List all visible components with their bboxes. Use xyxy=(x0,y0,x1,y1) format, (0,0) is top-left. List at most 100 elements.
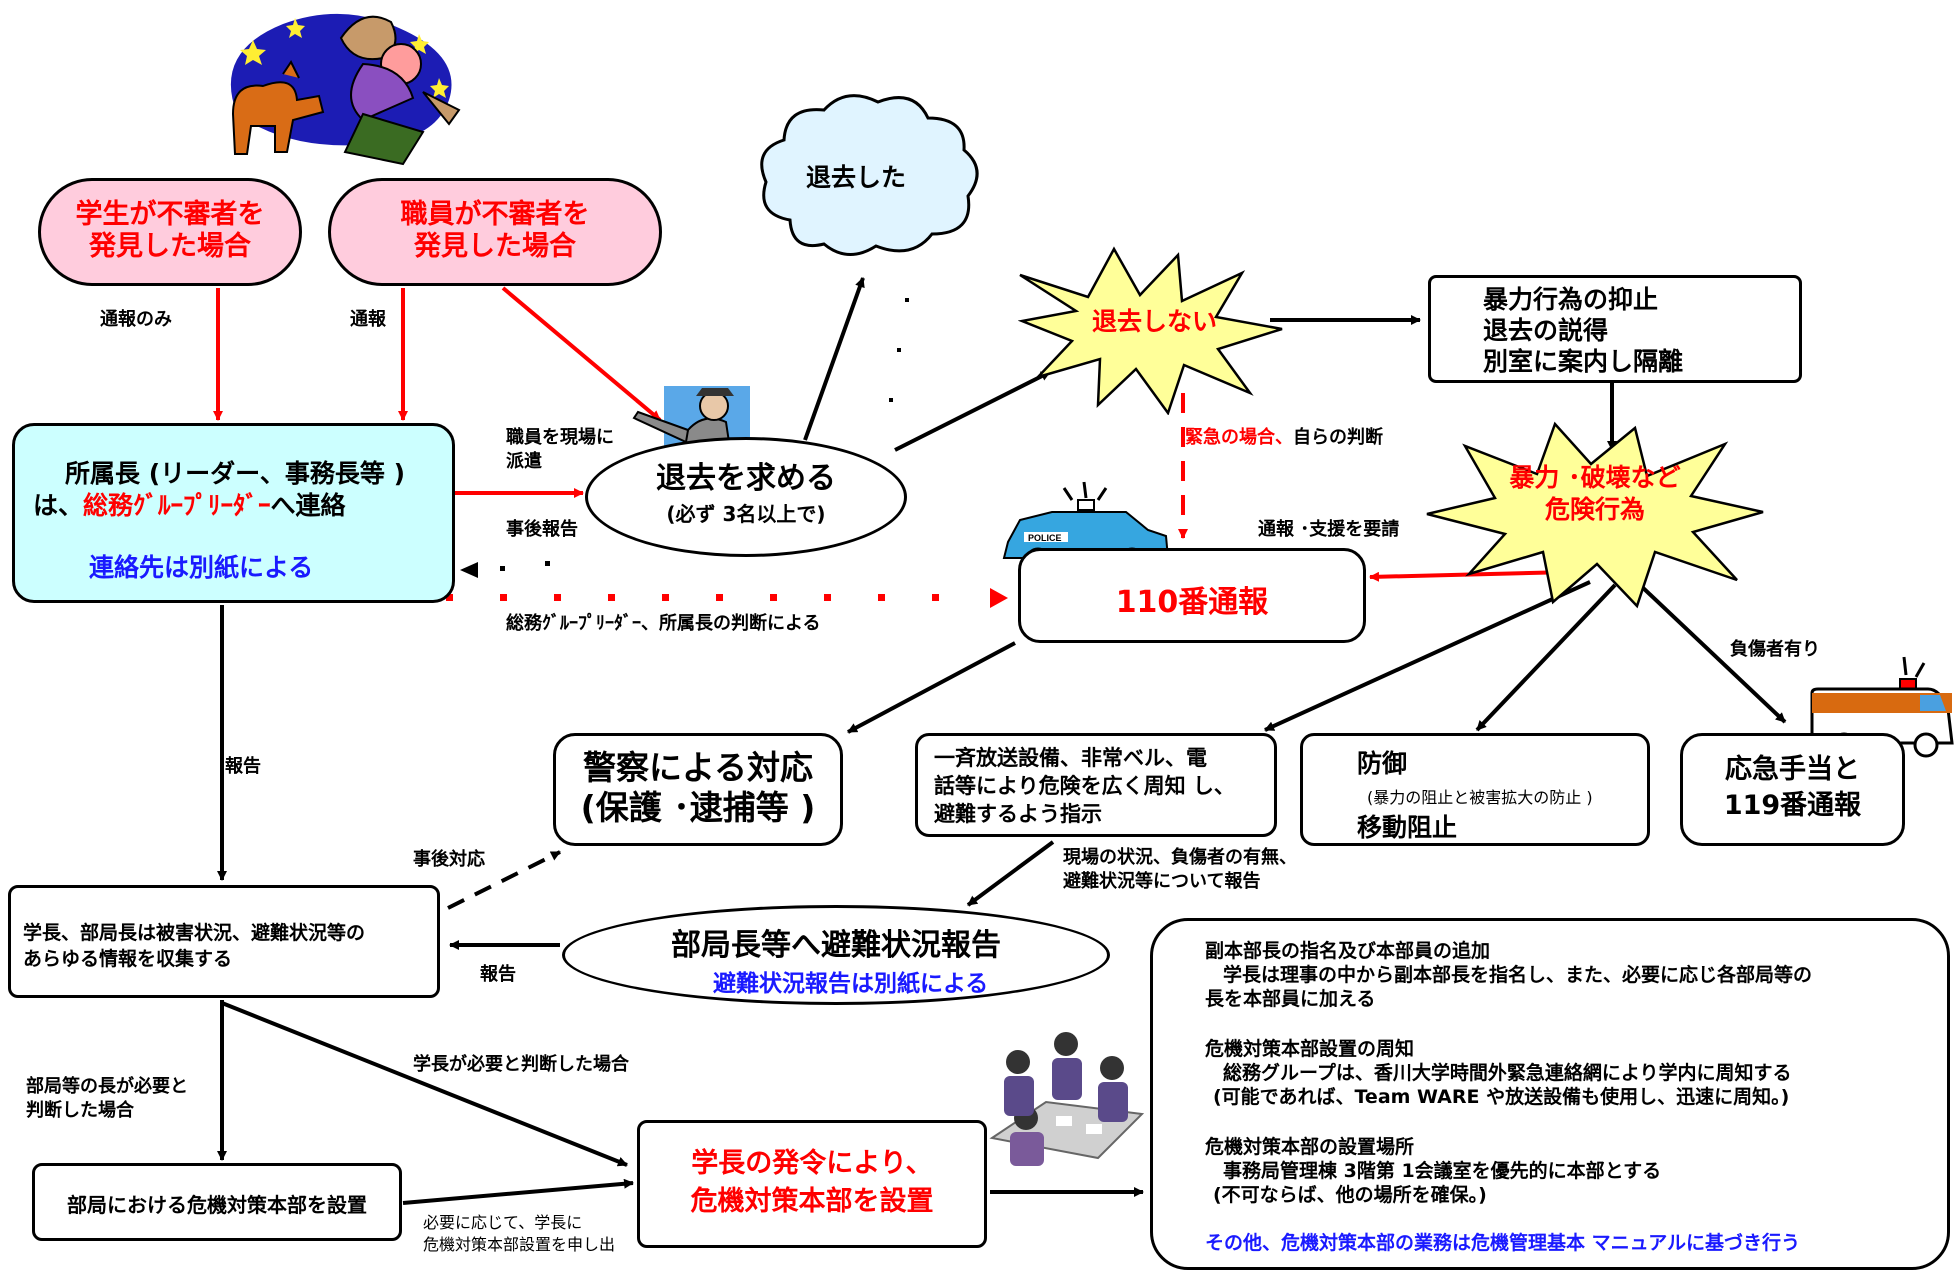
label-report-down: 報告 xyxy=(225,756,261,777)
student-found-line2: 発見した場合 xyxy=(89,231,251,262)
univ-hq-box: 学長の発令により、 危機対策本部を設置 xyxy=(637,1120,987,1248)
first-aid-line2: 119番通報 xyxy=(1723,790,1862,821)
call110-text: 110番通報 xyxy=(1115,585,1269,620)
label-president-need: 学長が必要と判断した場合 xyxy=(413,1054,629,1075)
arrow-110-to-police xyxy=(847,641,1016,734)
arrow-violence-to-defense xyxy=(1475,583,1617,732)
label-injured: 負傷者有り xyxy=(1730,639,1820,660)
ambulance-icon xyxy=(1810,656,1954,758)
defense-note: (暴力の阻止と被害拡大の防止 ) xyxy=(1367,788,1593,807)
memo-s2-line1: 総務グループは、香川大学時間外緊急連絡網により学内に周知する xyxy=(1223,1062,1792,1084)
broadcast-box: 一斉放送設備、非常ベル、電 話等により危険を広く周知 し、 避難するよう指示 xyxy=(915,733,1277,837)
arrow-collect-to-univhq xyxy=(221,1001,628,1167)
ask-leave-title: 退去を求める xyxy=(656,461,836,496)
meeting-icon xyxy=(989,1032,1145,1166)
label-report: 通報 xyxy=(350,309,386,330)
dotted-line-ask-to-leader xyxy=(460,561,550,578)
police-line1: 警察による対応 xyxy=(582,748,813,787)
leader-line1: 所属長 (リーダー、事務長等 ) xyxy=(65,459,406,488)
leader-line2-prefix: は、 xyxy=(33,491,84,520)
first-aid-line1: 応急手当と xyxy=(1725,754,1860,785)
label-site-status-2: 避難状況等について報告 xyxy=(1063,871,1261,892)
leader-line2-red: 総務ｸﾞﾙｰﾌﾟﾘｰﾀﾞｰ xyxy=(83,491,271,520)
memo-footer: その他、危機対策本部の業務は危機管理基本 マニュアルに基づき行う xyxy=(1205,1232,1801,1254)
defense-box: 防御 (暴力の阻止と被害拡大の防止 ) 移動阻止 xyxy=(1300,733,1650,846)
label-dispatch-2: 派遣 xyxy=(506,451,542,472)
memo-s2-title: 危機対策本部設置の周知 xyxy=(1205,1038,1415,1060)
arrow-violence-to-aid xyxy=(1638,583,1787,724)
dog-chasing-thief-icon xyxy=(230,13,461,166)
label-emergency-red: 緊急の場合、 xyxy=(1185,427,1293,448)
label-site-status-1: 現場の状況、負傷者の有無、 xyxy=(1063,847,1297,868)
label-report-left: 報告 xyxy=(480,964,516,985)
police-box: 警察による対応 (保護 ･逮捕等 ) xyxy=(553,733,843,846)
violence-burst xyxy=(1426,421,1764,609)
restrain-line3: 別室に案内し隔離 xyxy=(1483,347,1684,376)
police-line2: (保護 ･逮捕等 ) xyxy=(580,788,816,827)
restrain-box: 暴力行為の抑止 退去の説得 別室に案内し隔離 xyxy=(1428,275,1802,383)
arrow-collect-to-police xyxy=(447,850,561,910)
arrow-ask-to-cloud xyxy=(803,277,865,441)
label-report-only: 通報のみ xyxy=(100,309,172,330)
violence-line2: 危険行為 xyxy=(1544,495,1645,524)
memo-s1-line2: 長を本部員に加える xyxy=(1205,988,1376,1010)
memo-s2-line2: (可能であれば、Team WARE や放送設備も使用し、迅速に周知。) xyxy=(1213,1086,1790,1108)
dotted-line-leader-to-110 xyxy=(446,588,1008,608)
memo-s1-line1: 学長は理事の中から副本部長を指名し、また、必要に応じ各部局等の xyxy=(1223,964,1813,986)
label-request-president-1: 必要に応じて、学長に xyxy=(423,1213,583,1232)
restrain-line2: 退去の説得 xyxy=(1483,316,1609,345)
broadcast-line2: 話等により危険を広く周知 し、 xyxy=(934,774,1235,798)
evac-report-note: 避難状況報告は別紙による xyxy=(713,971,989,997)
hq-tasks-memo: 副本部長の指名及び本部員の追加 学長は理事の中から副本部長を指名し、また、必要に… xyxy=(1150,918,1950,1270)
left-cloud xyxy=(760,94,979,256)
violence-line1: 暴力 ･破壊など xyxy=(1509,463,1681,492)
not-leave-text: 退去しない xyxy=(1092,307,1218,336)
svg-text:POLICE: POLICE xyxy=(1028,533,1062,543)
label-request-support: 通報 ･支援を要請 xyxy=(1258,519,1400,540)
defense-title: 防御 xyxy=(1357,749,1408,778)
memo-s3-title: 危機対策本部の設置場所 xyxy=(1205,1136,1415,1158)
student-found-line1: 学生が不審者を xyxy=(75,199,265,230)
label-dept-need-2: 判断した場合 xyxy=(26,1100,134,1121)
restrain-line1: 暴力行為の抑止 xyxy=(1483,285,1659,314)
arrow-depthq-to-univhq xyxy=(402,1178,634,1205)
evac-report-ellipse: 部局長等へ避難状況報告 避難状況報告は別紙による xyxy=(562,905,1110,1005)
leader-box: 所属長 (リーダー、事務長等 ) は、総務ｸﾞﾙｰﾌﾟﾘｰﾀﾞｰへ連絡 連絡先は… xyxy=(12,423,455,603)
broadcast-line3: 避難するよう指示 xyxy=(934,802,1102,826)
label-dispatch-1: 職員を現場に xyxy=(506,427,614,448)
broadcast-line1: 一斉放送設備、非常ベル、電 xyxy=(934,746,1207,770)
staff-found-box: 職員が不審者を 発見した場合 xyxy=(328,178,662,286)
evac-report-title: 部局長等へ避難状況報告 xyxy=(671,928,1001,963)
memo-s1-title: 副本部長の指名及び本部員の追加 xyxy=(1205,940,1491,962)
first-aid-box: 応急手当と 119番通報 xyxy=(1680,733,1905,846)
arrow-ask-to-notleave xyxy=(894,370,1051,452)
label-emergency-black: 自らの判断 xyxy=(1293,427,1383,448)
collect-box: 学長、部局長は被害状況、避難状況等の あらゆる情報を収集する xyxy=(8,885,440,998)
arrow-staff-to-ask xyxy=(501,286,662,422)
call110-box: 110番通報 xyxy=(1018,548,1366,643)
label-post-report: 事後報告 xyxy=(506,519,578,540)
label-request-president-2: 危機対策本部設置を申し出 xyxy=(423,1235,616,1254)
leader-contact-note: 連絡先は別紙による xyxy=(89,553,314,582)
ask-leave-sub: (必ず 3名以上で) xyxy=(666,502,826,526)
left-text: 退去した xyxy=(806,163,907,192)
dept-hq-box: 部局における危機対策本部を設置 xyxy=(32,1163,402,1241)
label-post-response: 事後対応 xyxy=(413,849,485,870)
memo-s3-line2: (不可ならば、他の場所を確保。) xyxy=(1213,1184,1487,1206)
univ-hq-line1: 学長の発令により、 xyxy=(691,1148,933,1179)
arrow-broadcast-to-evac xyxy=(966,840,1055,907)
staff-found-line1: 職員が不審者を xyxy=(400,199,590,230)
label-judgment: 総務ｸﾞﾙｰﾌﾟﾘｰﾀﾞｰ、所属長の判断による xyxy=(506,613,821,634)
arrow-violence-to-broadcast xyxy=(1264,580,1591,732)
staff-found-line2: 発見した場合 xyxy=(414,231,576,262)
dotted-line-ask-to-cloud xyxy=(889,298,909,402)
collect-line1: 学長、部局長は被害状況、避難状況等の xyxy=(23,922,366,944)
ask-leave-ellipse: 退去を求める (必ず 3名以上で) xyxy=(585,437,907,557)
univ-hq-line2: 危機対策本部を設置 xyxy=(690,1186,934,1217)
collect-line2: あらゆる情報を収集する xyxy=(23,948,233,970)
dept-hq-text: 部局における危機対策本部を設置 xyxy=(67,1193,367,1217)
student-found-box: 学生が不審者を 発見した場合 xyxy=(38,178,302,286)
leader-line2-suffix: へ連絡 xyxy=(270,491,346,520)
defense-move: 移動阻止 xyxy=(1357,813,1458,842)
